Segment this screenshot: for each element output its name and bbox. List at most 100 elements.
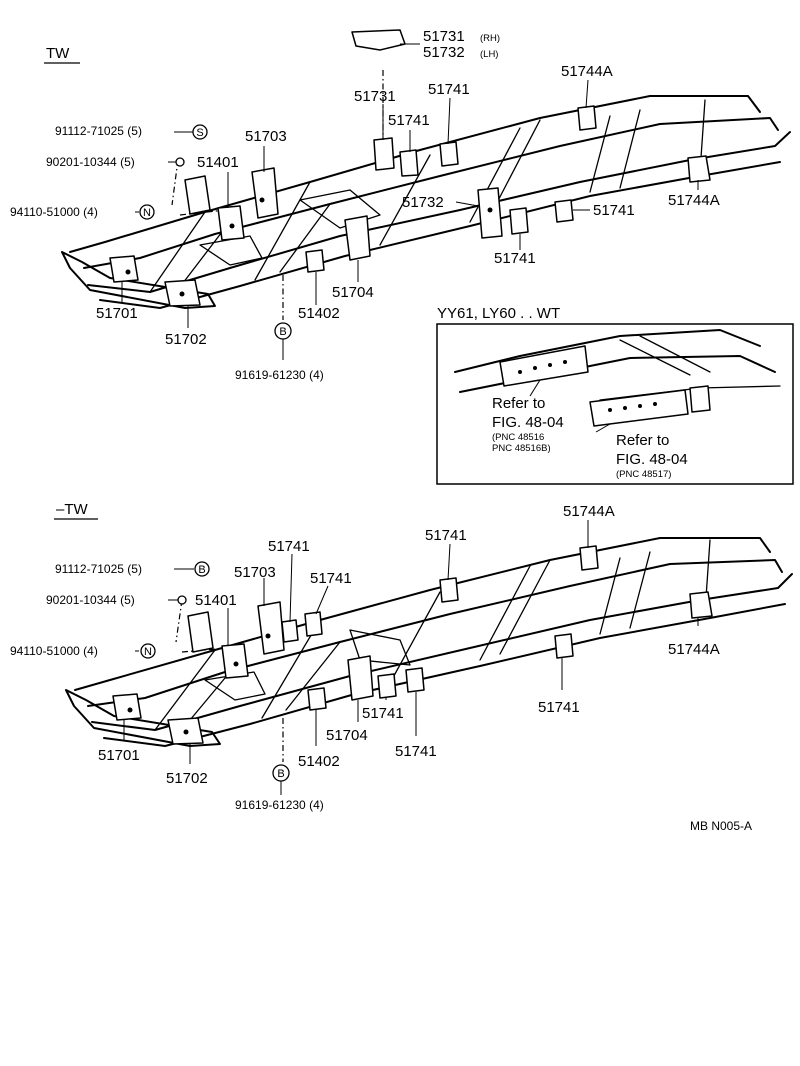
top-bracket-51704	[344, 215, 371, 261]
label-bolt: 91112-71025 (5)	[55, 124, 142, 138]
top-bracket-51401	[217, 205, 245, 241]
label-washer: 90201-10344 (5)	[46, 155, 135, 169]
top-mount-51731	[373, 137, 395, 171]
label-51704: 51704	[326, 727, 368, 744]
label-rivet: 91619-61230 (4)	[235, 368, 324, 382]
bottom-bracket-51741-f	[405, 667, 425, 693]
footer-code: MB N005-A	[690, 819, 752, 833]
bottom-bracket-51741-d	[554, 633, 574, 659]
bottom-bracket-51744a-b	[689, 591, 713, 619]
label-51402: 51402	[298, 753, 340, 770]
inset-fig-1: FIG. 48-04	[492, 414, 564, 431]
label-washer: 90201-10344 (5)	[46, 593, 135, 607]
bottom-bracket-51701	[112, 693, 142, 721]
nut-symbol-letter: N	[144, 646, 152, 658]
inset-pnc-2: (PNC 48517)	[616, 469, 671, 480]
label-51732-lh: 51732	[423, 44, 465, 61]
bottom-bracket-51741-e	[377, 673, 397, 699]
top-mount-bracket-51731	[351, 29, 406, 51]
label-51702: 51702	[165, 331, 207, 348]
label-51744a-b: 51744A	[668, 641, 720, 658]
label-51732: 51732	[402, 194, 444, 211]
label-rivet: 91619-61230 (4)	[235, 798, 324, 812]
label-51741-d: 51741	[494, 250, 536, 267]
label-51741-a: 51741	[425, 527, 467, 544]
nut-symbol-icon	[140, 643, 156, 659]
label-51702: 51702	[166, 770, 208, 787]
label-51741-b: 51741	[268, 538, 310, 555]
label-51741-a: 51741	[428, 81, 470, 98]
label-51744a-a: 51744A	[561, 63, 613, 80]
bottom-section: –TW	[10, 501, 793, 812]
washer-icon	[175, 157, 185, 167]
inset-pnc-1b: PNC 48516B)	[492, 443, 551, 454]
inset-reinforcement-48516	[499, 345, 589, 387]
top-bracket-51741-d	[554, 199, 574, 223]
inset-reinforcement-48517	[589, 389, 689, 427]
label-51703: 51703	[234, 564, 276, 581]
label-rh: (RH)	[480, 33, 500, 44]
label-51703: 51703	[245, 128, 287, 145]
bottom-bracket-51704	[347, 655, 374, 701]
label-51741-c: 51741	[593, 202, 635, 219]
top-bracket-51741-c	[509, 207, 529, 235]
top-section: TW	[10, 28, 791, 382]
top-labels: 51731 (RH) 51732 (LH) 51731 51741 51741 …	[10, 28, 720, 382]
inset-refer-2: Refer to	[616, 432, 669, 449]
label-lh: (LH)	[480, 49, 498, 60]
top-bracket-51701	[109, 255, 139, 283]
bottom-bracket-51741-b	[281, 619, 299, 643]
label-51401: 51401	[195, 592, 237, 609]
bolt-symbol-icon	[194, 561, 210, 577]
nut-symbol-icon	[139, 204, 155, 220]
bolt-symbol-icon	[192, 124, 208, 140]
inset-fig-2: FIG. 48-04	[616, 451, 688, 468]
top-section-title: TW	[46, 45, 70, 62]
bottom-labels: 51744A 51744A 51741 51741 51703 51741 51…	[10, 503, 720, 812]
bottom-bracket-51741-c	[304, 611, 323, 637]
top-bracket-51744a-b	[687, 155, 711, 183]
label-51731: 51731	[354, 88, 396, 105]
label-51741-b: 51741	[388, 112, 430, 129]
label-51741-d: 51741	[538, 699, 580, 716]
inset-box: YY61, LY60 . . WT Refer to FIG. 48-04 (P…	[436, 305, 794, 485]
label-51402: 51402	[298, 305, 340, 322]
label-51701: 51701	[96, 305, 138, 322]
label-51741-c: 51741	[310, 570, 352, 587]
bottom-bracket-51401	[221, 643, 249, 679]
label-51731-rh: 51731	[423, 28, 465, 45]
label-51744a-a: 51744A	[563, 503, 615, 520]
top-bracket-51402	[305, 249, 325, 273]
label-nut: 94110-51000 (4)	[10, 205, 98, 219]
top-bracket-51741-b	[439, 141, 459, 167]
rivet-symbol-letter: B	[277, 768, 284, 780]
washer-icon	[177, 595, 187, 605]
label-51741-e: 51741	[362, 705, 404, 722]
inset-refer-1: Refer to	[492, 395, 545, 412]
label-51744a-b: 51744A	[668, 192, 720, 209]
top-bracket-51741-a	[399, 149, 419, 177]
bolt-symbol-letter: S	[196, 127, 203, 139]
bottom-brackets	[112, 545, 713, 745]
bottom-bracket-51703	[257, 601, 285, 655]
bottom-bracket-51402	[307, 687, 327, 711]
label-51704: 51704	[332, 284, 374, 301]
label-bolt: 91112-71025 (5)	[55, 562, 142, 576]
inset-title: YY61, LY60 . . WT	[437, 305, 560, 322]
top-bracket-51732	[477, 187, 503, 239]
label-51401: 51401	[197, 154, 239, 171]
top-brackets	[109, 29, 711, 307]
top-bracket-51703	[251, 167, 279, 219]
nut-symbol-letter: N	[143, 207, 151, 219]
inset-pnc-1a: (PNC 48516	[492, 432, 544, 443]
rivet-symbol-letter: B	[279, 326, 286, 338]
bottom-bracket-51744a-a	[579, 545, 599, 571]
top-bracket-51744a-a	[577, 105, 597, 131]
bolt-symbol-letter: B	[198, 564, 205, 576]
label-nut: 94110-51000 (4)	[10, 644, 98, 658]
bottom-bracket-51741-a	[439, 577, 459, 603]
label-51741-f: 51741	[395, 743, 437, 760]
label-51701: 51701	[98, 747, 140, 764]
bottom-section-title: –TW	[56, 501, 89, 518]
